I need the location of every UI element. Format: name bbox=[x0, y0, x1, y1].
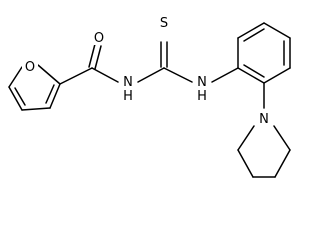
bond-furan-c3-c2 bbox=[49, 83, 61, 109]
bond-furan-c5-c4 bbox=[8, 86, 23, 111]
atom-amide-hydrogen: H bbox=[123, 89, 133, 104]
atom-labels: O O N H S N H N bbox=[22, 14, 272, 127]
bond-pyrrolidine-n-c2 bbox=[273, 125, 291, 151]
thiourea-group bbox=[137, 41, 239, 83]
bond-furan-c2-o bbox=[37, 64, 61, 85]
bond-c2-carbonyl bbox=[59, 67, 93, 85]
bond-pyrrolidine-c2-c3 bbox=[274, 149, 291, 178]
bond-benzene-inner-a bbox=[243, 28, 265, 42]
bond-nh-thiocarbon bbox=[137, 67, 165, 83]
bond-furan-c5-c4-inner bbox=[14, 87, 26, 106]
atom-aryl-hydrogen: H bbox=[197, 89, 207, 104]
atom-furan-oxygen: O bbox=[25, 60, 35, 75]
bond-pyrrolidine-c4-c5 bbox=[237, 149, 254, 178]
bond-furan-c3-c2-inner bbox=[45, 84, 55, 104]
atom-pyrrolidine-nitrogen: N bbox=[259, 112, 269, 127]
bond-pyrrolidine-c5-n bbox=[237, 125, 255, 151]
pyrrolidine-ring bbox=[237, 82, 291, 178]
bond-furan-o-c5 bbox=[8, 66, 23, 88]
bond-benzene-6-1 bbox=[237, 67, 265, 84]
bond-furan-c4-c3 bbox=[21, 107, 51, 111]
bond-thiocarbon-nh bbox=[163, 67, 193, 83]
bond-carbonyl-double-b bbox=[94, 45, 102, 70]
bond-nh-aryl bbox=[211, 67, 239, 83]
furan-ring bbox=[8, 64, 61, 111]
structure-canvas: O O N H S N H N bbox=[8, 14, 291, 178]
atom-amide-nitrogen: N bbox=[123, 75, 133, 90]
bond-benzene-3-4 bbox=[263, 22, 291, 39]
bond-benzene-2-3 bbox=[237, 22, 265, 39]
bond-carbonyl-double-a bbox=[88, 43, 96, 68]
bond-benzene-5-6 bbox=[263, 67, 291, 84]
atom-carbonyl-oxygen: O bbox=[94, 31, 104, 46]
atom-aryl-nitrogen: N bbox=[197, 75, 207, 90]
benzene-ring bbox=[237, 22, 291, 84]
bond-carbonyl-nh bbox=[91, 67, 119, 83]
atom-thio-sulfur: S bbox=[160, 16, 168, 31]
carbonyl-group bbox=[59, 43, 119, 85]
bond-benzene-inner-c bbox=[243, 64, 265, 78]
